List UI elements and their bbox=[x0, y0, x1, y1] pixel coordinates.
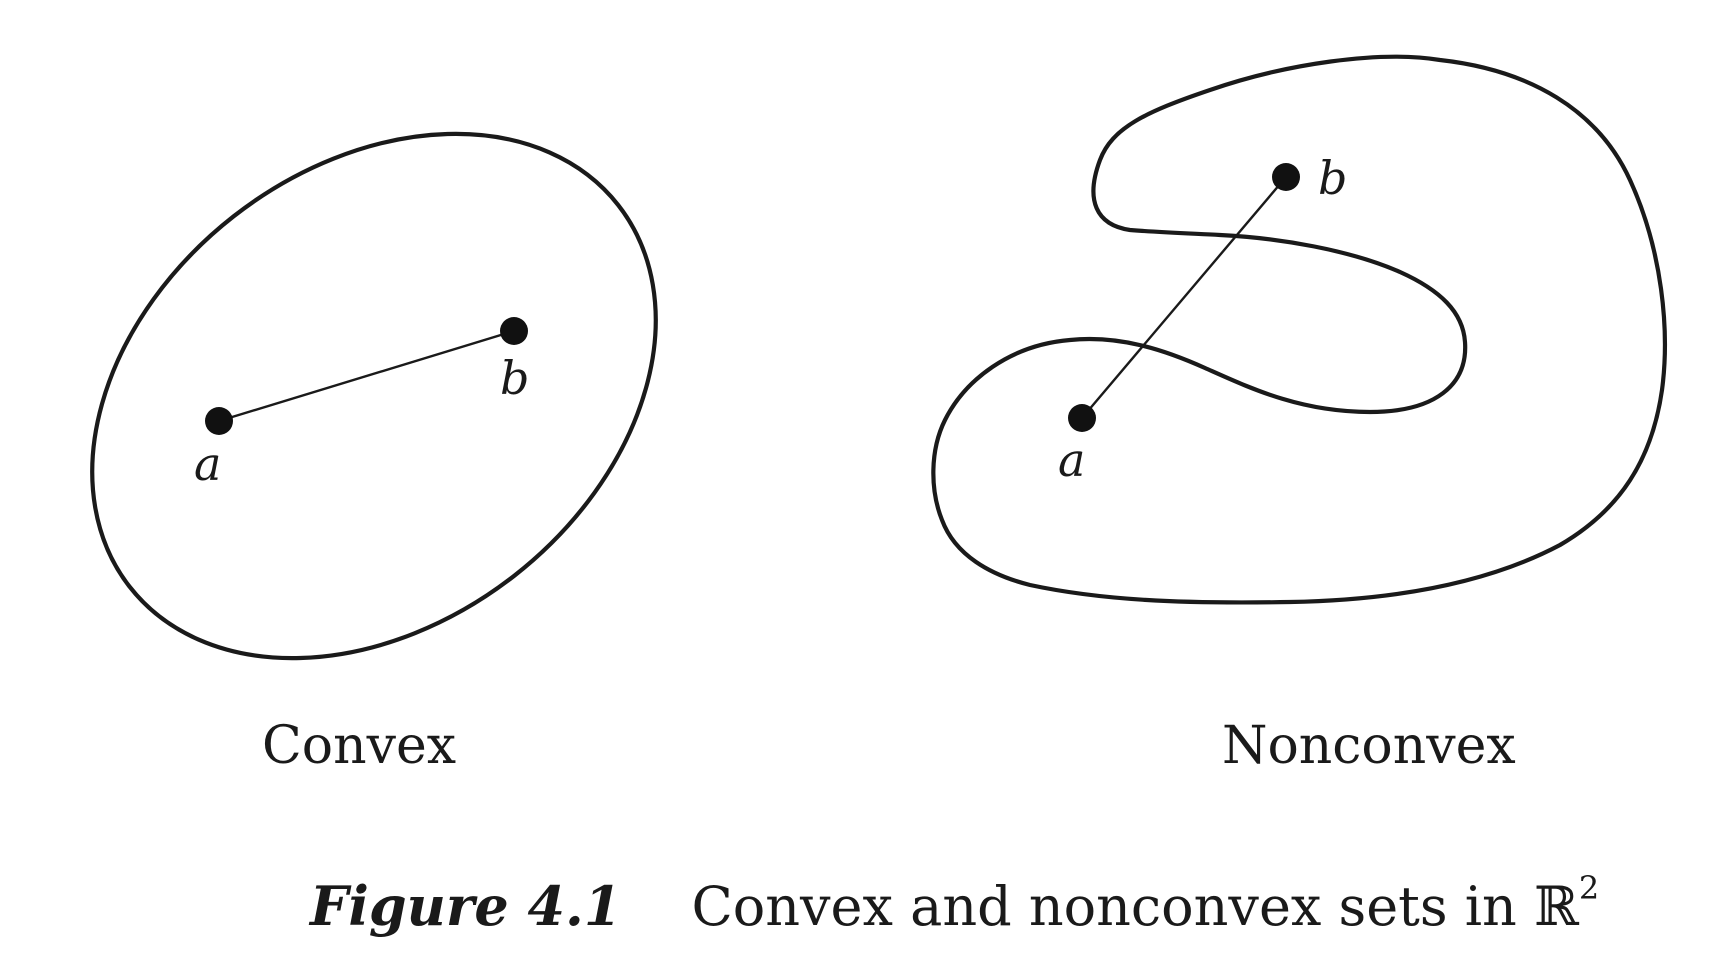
nonconvex-segment-ab bbox=[1081, 176, 1287, 419]
convex-set-outline bbox=[90, 131, 658, 661]
caption-superscript: 2 bbox=[1578, 869, 1600, 907]
convex-point-a bbox=[205, 407, 233, 435]
convex-point-b-label: b bbox=[500, 351, 529, 405]
caption-text: Convex and nonconvex sets in ℝ bbox=[691, 875, 1579, 938]
nonconvex-point-a-label: a bbox=[1058, 433, 1085, 487]
convex-panel: a b bbox=[90, 131, 658, 661]
nonconvex-set-outline bbox=[931, 54, 1667, 605]
nonconvex-label: Nonconvex bbox=[1222, 716, 1516, 776]
nonconvex-point-b-label: b bbox=[1318, 151, 1347, 205]
convex-label: Convex bbox=[262, 716, 457, 776]
nonconvex-point-a bbox=[1068, 404, 1096, 432]
nonconvex-panel: a b bbox=[931, 54, 1667, 605]
convex-point-b bbox=[500, 317, 528, 345]
convex-segment-ab bbox=[218, 329, 515, 423]
caption-number: Figure 4.1 bbox=[310, 874, 622, 938]
nonconvex-point-b bbox=[1272, 163, 1300, 191]
convex-point-a-label: a bbox=[194, 437, 221, 491]
